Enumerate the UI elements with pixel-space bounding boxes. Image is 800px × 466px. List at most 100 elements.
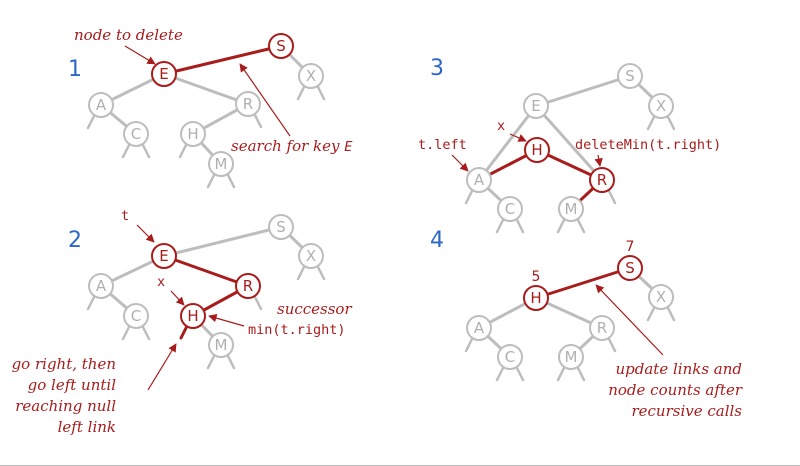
node-r: R (589, 167, 615, 193)
node-x: X (648, 284, 674, 310)
edge-s-e (162, 225, 283, 258)
svg-text:X: X (656, 97, 666, 115)
svg-text:R: R (243, 277, 253, 295)
svg-text:M: M (565, 200, 578, 218)
node-x: X (648, 93, 674, 119)
node-e: E (151, 243, 177, 269)
edge-e-a (477, 104, 538, 182)
null-link (576, 366, 586, 382)
null-link (666, 306, 676, 322)
svg-text:S: S (276, 218, 286, 236)
svg-text:R: R (243, 95, 253, 113)
node-e: E (523, 93, 549, 119)
node-s: S (617, 63, 643, 89)
svg-text:C: C (131, 307, 141, 325)
node-e: E (151, 61, 177, 87)
svg-text:S: S (625, 67, 635, 85)
panel-3: 3 S E X H A R C M x t.left deleteMin(t.r… (418, 56, 721, 234)
arrow-update-links (595, 284, 664, 356)
step-number-2: 2 (68, 228, 82, 253)
node-r: R (235, 91, 261, 117)
arrow-null-link (147, 343, 177, 391)
null-link (515, 218, 525, 234)
svg-text:left link: left link (58, 418, 116, 436)
null-link (607, 337, 617, 353)
null-link (495, 218, 505, 234)
null-link (464, 337, 474, 353)
null-link (296, 265, 306, 281)
node-c: C (497, 196, 523, 222)
node-c: C (497, 344, 523, 370)
svg-text:update links and: update links and (616, 360, 743, 378)
svg-text:S: S (625, 259, 635, 277)
callout-min-tright: min(t.right) (248, 322, 346, 338)
node-h: H (180, 121, 206, 147)
null-link (253, 295, 263, 311)
label-t: t (121, 208, 129, 224)
null-link (296, 85, 306, 101)
panel-1: 1 S E X A R C H M node to delete search … (68, 26, 353, 189)
node-c: C (123, 303, 149, 329)
svg-text:H: H (187, 125, 198, 143)
node-h: H (180, 303, 206, 329)
svg-text:A: A (96, 96, 107, 114)
panel-2: 2 S E X A R C H M t x successor min(t.ri… (12, 208, 353, 436)
node-a: A (88, 273, 114, 299)
arrow-search-path (239, 63, 291, 137)
svg-text:go left until: go left until (28, 376, 117, 394)
node-h: H (524, 137, 550, 163)
svg-text:go right, then: go right, then (12, 355, 116, 373)
null-link (607, 189, 617, 205)
callout-node-to-delete: node to delete (74, 26, 183, 44)
arrow-successor (208, 314, 245, 327)
step-number-3: 3 (430, 56, 444, 81)
null-link (141, 325, 151, 341)
node-r: R (589, 315, 615, 341)
node-a: A (88, 92, 114, 118)
null-link (316, 265, 326, 281)
svg-text:S: S (276, 37, 286, 55)
svg-text:C: C (505, 200, 515, 218)
null-link (316, 85, 326, 101)
arrow-t-left (451, 154, 469, 172)
svg-text:M: M (215, 336, 228, 354)
label-deletemin: deleteMin(t.right) (575, 137, 721, 153)
svg-text:C: C (505, 348, 515, 366)
arrow-node-to-delete (124, 45, 156, 65)
null-link (646, 115, 656, 131)
svg-text:R: R (597, 171, 607, 189)
svg-text:X: X (656, 288, 666, 306)
svg-text:M: M (565, 348, 578, 366)
callout-search-key: search for key E (231, 137, 353, 155)
null-link (253, 113, 263, 129)
null-link (646, 306, 656, 322)
node-m: M (208, 332, 234, 358)
svg-text:E: E (159, 247, 168, 265)
count-h: 5 (532, 269, 541, 285)
svg-text:H: H (530, 289, 541, 307)
count-s: 7 (626, 239, 635, 255)
edge-e-r (162, 254, 250, 288)
label-t-left: t.left (418, 137, 467, 153)
node-m: M (208, 151, 234, 177)
step-number-4: 4 (430, 228, 444, 253)
label-x: x (157, 274, 165, 290)
null-link (86, 295, 96, 311)
null-link (666, 115, 676, 131)
null-link (226, 173, 236, 189)
svg-text:R: R (597, 319, 607, 337)
edge-s-e (534, 74, 632, 108)
node-m: M (558, 344, 584, 370)
svg-text:X: X (306, 247, 316, 265)
node-r: R (235, 273, 261, 299)
null-link (576, 218, 586, 234)
svg-text:C: C (131, 125, 141, 143)
null-link (178, 143, 188, 159)
arrow-deletemin (594, 154, 603, 167)
null-link (86, 114, 96, 130)
edge-s-h (534, 266, 632, 300)
label-x: x (497, 118, 505, 134)
arrow-x (170, 290, 185, 306)
